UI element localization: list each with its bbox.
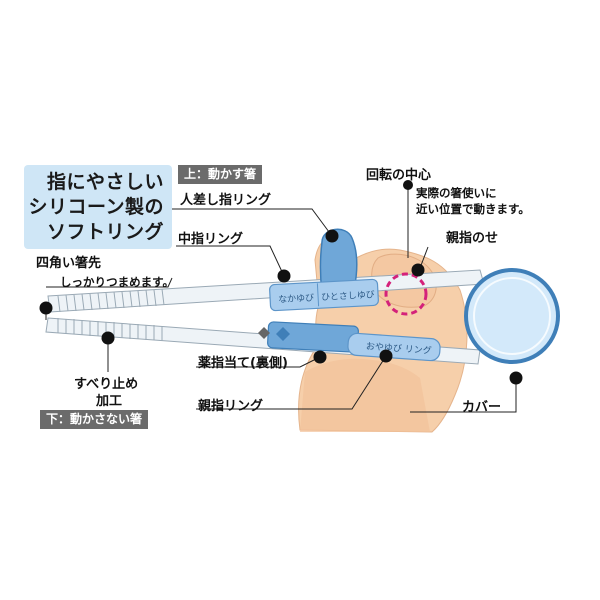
thumb-ring-band [347, 332, 441, 362]
label-center-of-rotation: 回転の中心 [366, 168, 432, 183]
label-cover: カバー [462, 400, 502, 415]
label-non-slip-2: 加工 [96, 394, 123, 409]
leader-lines [45, 185, 517, 413]
title-line-2: シリコーン製の [28, 195, 164, 218]
label-non-slip-1: すべり止め [74, 377, 139, 392]
rotation-center-circle [384, 272, 428, 316]
cover-disc [464, 268, 560, 364]
label-thumb-ring: 親指リング [198, 399, 264, 414]
callout-dots [39, 180, 523, 385]
diamond-marker-gray [258, 327, 270, 339]
title-line-1: 指にやさしい [46, 170, 164, 193]
ring-text-nakayubi: なかゆび [278, 293, 315, 306]
title-line-3: ソフトリング [46, 220, 164, 243]
label-index-ring: 人差し指リング [180, 193, 272, 208]
label-center-note-2: 近い位置で動きます。 [416, 202, 530, 216]
feature-title-box: 指にやさしい シリコーン製の ソフトリング [24, 165, 172, 249]
tag-upper-chopstick: 上：動かす箸 [178, 165, 263, 184]
ring-text-hitosashiyubi: ひとさしゆび [321, 289, 375, 303]
upper-ring-band [269, 278, 379, 312]
index-finger-ring [319, 228, 358, 293]
label-thumb-rest: 親指のせ [446, 231, 499, 246]
label-center-note-1: 実際の箸使いに [416, 186, 497, 200]
label-middle-ring: 中指リング [178, 232, 244, 247]
tag-lower-chopstick: 下：動かさない箸 [40, 410, 149, 429]
label-square-tip-note: しっかりつまめます。 [60, 275, 174, 289]
label-square-tip: 四角い箸先 [36, 256, 102, 271]
label-ring-finger-rest: 薬指当て(裏側) [198, 356, 288, 371]
diamond-marker-blue [276, 327, 290, 341]
non-slip-ridges [57, 288, 165, 341]
